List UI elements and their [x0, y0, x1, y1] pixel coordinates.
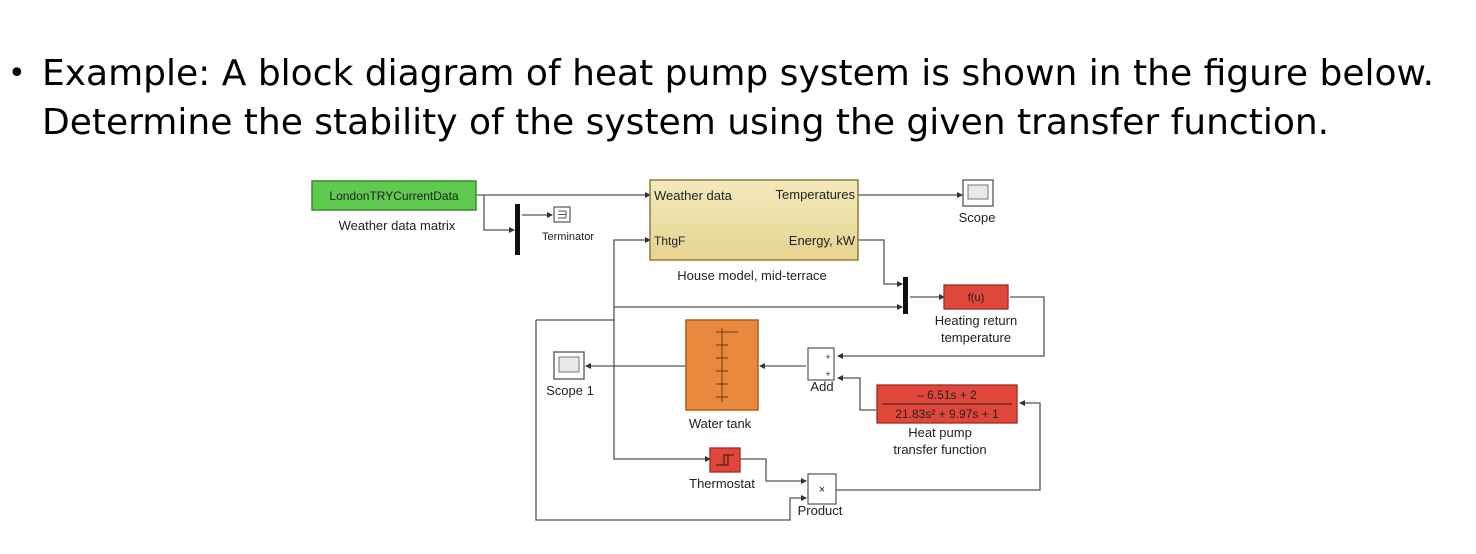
- tf-caption-1: Heat pump: [908, 425, 972, 440]
- weather-data-block: [311, 180, 477, 211]
- water-tank-caption: Water tank: [689, 416, 752, 431]
- scope-label: Scope: [959, 210, 996, 225]
- scope1-label: Scope 1: [546, 383, 594, 398]
- svg-text:+: +: [825, 369, 830, 379]
- add-block: [807, 347, 835, 381]
- tf-numerator: – 6.51s + 2: [917, 388, 977, 402]
- mux-bar-2: [903, 277, 908, 314]
- hysteresis-icon: [716, 454, 734, 466]
- signal-lines: [477, 192, 1045, 521]
- product-symbol: ×: [819, 484, 825, 496]
- add-label: Add: [810, 379, 833, 394]
- terminator-label: Terminator: [542, 231, 594, 243]
- question-line-1: Example: A block diagram of heat pump sy…: [42, 53, 1435, 94]
- bullet-dot: •: [8, 56, 26, 91]
- house-model-block: [649, 179, 859, 261]
- thermostat-label: Thermostat: [689, 476, 755, 491]
- weather-data-caption: Weather data matrix: [339, 218, 456, 233]
- scope-screen-icon: [967, 184, 989, 200]
- product-label: Product: [798, 503, 843, 518]
- house-model-caption: House model, mid-terrace: [677, 268, 827, 283]
- svg-text:+: +: [825, 352, 830, 362]
- tank-ladder-icon: [716, 328, 738, 402]
- product-block: [807, 473, 837, 505]
- mux-bar: [515, 204, 520, 255]
- weather-data-block-label: LondonTRYCurrentData: [329, 189, 459, 203]
- house-input-thtgf: ThtgF: [654, 234, 685, 248]
- house-output-temperatures: Temperatures: [776, 187, 856, 202]
- house-output-energy: Energy, kW: [789, 233, 856, 248]
- tf-denominator: 21.83s² + 9.97s + 1: [895, 407, 999, 421]
- house-input-weather: Weather data: [654, 188, 733, 203]
- fcn-label: f(u): [968, 292, 985, 304]
- fcn-caption-2: temperature: [941, 330, 1011, 345]
- scope1-screen-icon: [558, 356, 580, 373]
- question-line-2: Determine the stability of the system us…: [42, 102, 1330, 143]
- fcn-caption-1: Heating return: [935, 313, 1017, 328]
- thermostat-block: [709, 447, 741, 473]
- tf-caption-2: transfer function: [893, 442, 986, 457]
- fcn-block: [943, 284, 1009, 310]
